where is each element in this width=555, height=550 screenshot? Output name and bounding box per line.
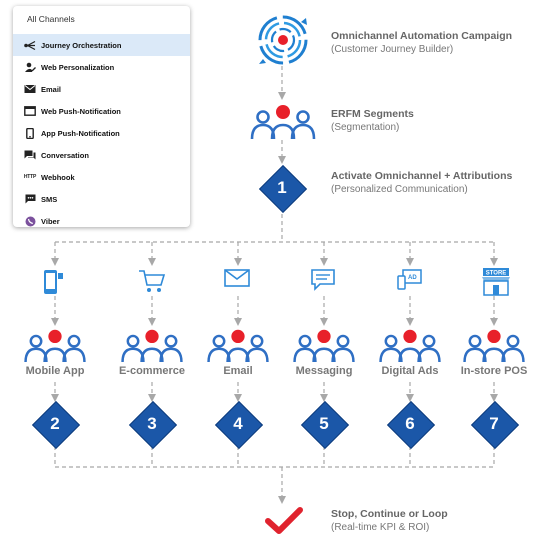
viber-icon <box>23 215 37 227</box>
panel-title: All Channels <box>27 14 75 24</box>
envelope-icon <box>223 267 251 294</box>
step-diamond-3: 3 <box>128 400 178 450</box>
channel-item-label: Web Personalization <box>41 62 115 72</box>
channel-item-web-push[interactable]: Web Push-Notification <box>13 100 190 122</box>
channel-item-label: Webhook <box>41 172 75 182</box>
mobile-icon <box>23 127 37 139</box>
sms-icon <box>23 193 37 205</box>
chat-icon <box>23 149 37 161</box>
people-group-icon <box>21 325 89 368</box>
step-diamond-4: 4 <box>214 400 264 450</box>
channel-label: Digital Ads <box>381 365 439 377</box>
campaign-title: Omnichannel Automation Campaign <box>331 30 513 42</box>
channel-item-label: Journey Orchestration <box>41 40 122 50</box>
people-group-icon <box>376 325 444 368</box>
step-diamond-6: 6 <box>386 400 436 450</box>
step-diamond-1: 1 <box>258 164 308 214</box>
segments-title: ERFM Segments <box>331 108 414 120</box>
stop-title: Stop, Continue or Loop <box>331 508 448 520</box>
step-number: 1 <box>277 178 287 197</box>
step-diamond-2: 2 <box>31 400 81 450</box>
step-number: 5 <box>319 414 329 433</box>
channel-item-conversation[interactable]: Conversation <box>13 144 190 166</box>
channel-item-label: SMS <box>41 194 58 204</box>
channel-item-label: Viber <box>41 216 60 226</box>
svg-text:AD: AD <box>408 275 417 281</box>
people-group-icon <box>248 100 318 140</box>
digital-ads-icon: AD <box>395 267 425 298</box>
all-channels-panel: All Channels Journey Orchestration Web P… <box>13 6 190 227</box>
channel-label: E-commerce <box>118 365 186 377</box>
cart-icon <box>137 267 167 300</box>
channel-item-label: Email <box>41 84 62 94</box>
channel-item-journey-orchestration[interactable]: Journey Orchestration <box>13 34 190 56</box>
journey-icon <box>23 39 37 51</box>
step-number: 4 <box>233 414 243 433</box>
web-push-icon <box>23 105 37 117</box>
channel-item-viber[interactable]: Viber <box>13 210 190 227</box>
step-diamond-5: 5 <box>300 400 350 450</box>
step-diamond-7: 7 <box>470 400 520 450</box>
people-group-icon <box>204 325 272 368</box>
store-icon: STORE <box>479 267 513 302</box>
channel-item-web-personalization[interactable]: Web Personalization <box>13 56 190 78</box>
segments-subtitle: (Segmentation) <box>331 122 400 133</box>
channel-item-webhook[interactable]: HTTP Webhook <box>13 166 190 188</box>
people-group-icon <box>460 325 528 368</box>
step-number: 2 <box>50 414 60 433</box>
people-group-icon <box>290 325 358 368</box>
channel-item-email[interactable]: Email <box>13 78 190 100</box>
activate-title: Activate Omnichannel + Attributions <box>331 170 513 182</box>
step-number: 3 <box>147 414 157 433</box>
checkmark-icon <box>265 507 303 534</box>
stop-subtitle: (Real-time KPI & ROI) <box>331 522 430 533</box>
people-group-icon <box>118 325 186 368</box>
channel-label: Email <box>223 365 253 377</box>
channel-label: Messaging <box>295 365 353 377</box>
channel-label: Mobile App <box>25 365 85 377</box>
mobile-app-icon <box>40 267 66 302</box>
step-number: 6 <box>405 414 415 433</box>
campaign-subtitle: (Customer Journey Builder) <box>331 44 454 55</box>
channel-item-app-push[interactable]: App Push-Notification <box>13 122 190 144</box>
channel-item-label: App Push-Notification <box>41 128 120 138</box>
channel-item-sms[interactable]: SMS <box>13 188 190 210</box>
activate-subtitle: (Personalized Communication) <box>331 184 468 195</box>
channel-item-label: Conversation <box>41 150 89 160</box>
http-icon: HTTP <box>23 174 37 180</box>
email-icon <box>23 83 37 95</box>
channel-item-label: Web Push-Notification <box>41 106 121 116</box>
person-edit-icon <box>23 61 37 73</box>
automation-cycle-icon <box>258 15 308 65</box>
step-number: 7 <box>489 414 499 433</box>
svg-text:STORE: STORE <box>486 271 507 277</box>
channel-label: In-store POS <box>460 365 528 377</box>
message-bubble-icon <box>309 267 337 298</box>
